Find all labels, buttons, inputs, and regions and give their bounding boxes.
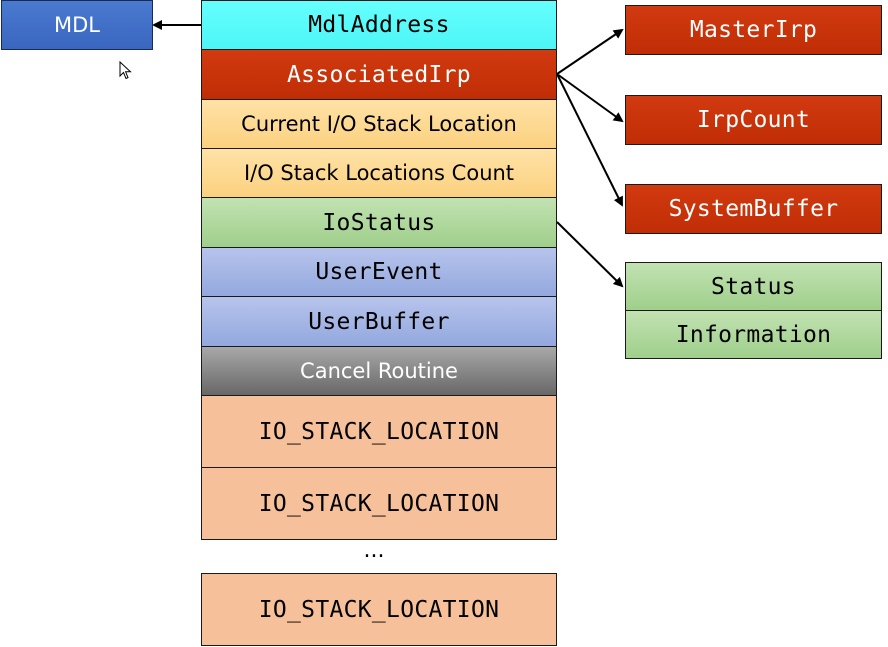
status-field: Status: [625, 262, 882, 311]
field-label: IoStatus: [322, 209, 436, 236]
masterirp-box: MasterIrp: [625, 5, 882, 55]
mdl-box: MDL: [1, 0, 153, 50]
userevent-field: UserEvent: [201, 247, 557, 297]
current-stack-location-field: Current I/O Stack Location: [201, 99, 557, 149]
field-label: IO_STACK_LOCATION: [258, 418, 500, 445]
systembuffer-box: SystemBuffer: [625, 184, 882, 234]
arrow-associatedirp-to-systembuffer: [556, 73, 623, 207]
field-label: AssociatedIrp: [287, 61, 471, 88]
arrow-associatedirp-to-irpcount: [556, 73, 624, 123]
field-label: MdlAddress: [308, 12, 450, 38]
irpcount-box: IrpCount: [625, 95, 882, 145]
mdladdress-field: MdlAddress: [201, 0, 557, 50]
mouse-cursor-icon: [119, 61, 132, 80]
status-label: Status: [711, 273, 796, 300]
field-label: UserEvent: [315, 259, 443, 285]
field-label: I/O Stack Locations Count: [243, 161, 515, 185]
mdl-label: MDL: [54, 13, 100, 37]
io-stack-location-2: IO_STACK_LOCATION: [201, 467, 557, 540]
field-label: IO_STACK_LOCATION: [258, 490, 500, 517]
field-label: Cancel Routine: [300, 359, 458, 383]
io-stack-location-1: IO_STACK_LOCATION: [201, 395, 557, 468]
union-label: MasterIrp: [689, 17, 818, 43]
cancel-routine-field: Cancel Routine: [201, 346, 557, 396]
associatedirp-field: AssociatedIrp: [201, 49, 557, 100]
stack-locations-count-field: I/O Stack Locations Count: [201, 148, 557, 198]
field-label: UserBuffer: [308, 308, 450, 335]
information-field: Information: [625, 310, 882, 359]
arrow-iostatus-to-status: [556, 221, 624, 288]
ellipsis: ...: [363, 538, 385, 563]
io-stack-location-n: IO_STACK_LOCATION: [201, 573, 557, 646]
union-label: SystemBuffer: [668, 196, 839, 222]
union-label: IrpCount: [696, 107, 811, 133]
field-label: Current I/O Stack Location: [241, 112, 517, 136]
arrow-associatedirp-to-masterirp: [556, 28, 624, 75]
userbuffer-field: UserBuffer: [201, 296, 557, 347]
iostatus-field: IoStatus: [201, 197, 557, 248]
field-label: IO_STACK_LOCATION: [258, 596, 500, 623]
information-label: Information: [675, 321, 832, 348]
